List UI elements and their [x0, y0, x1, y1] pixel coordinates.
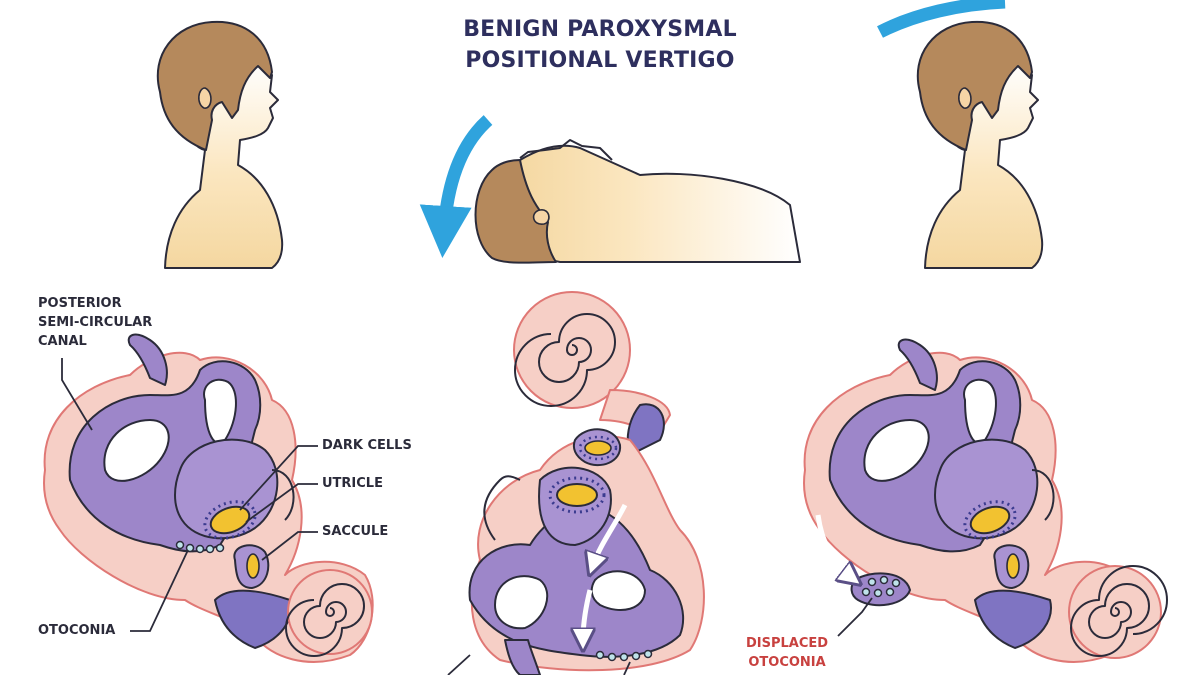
title-line-2: POSITIONAL VERTIGO	[465, 48, 735, 73]
rotation-arrow-up	[877, 0, 1006, 38]
label-otoconia: OTOCONIA	[38, 623, 116, 638]
label-dark-cells: DARK CELLS	[322, 438, 412, 453]
page-title: BENIGN PAROXYSMAL POSITIONAL VERTIGO	[400, 14, 800, 76]
label-displaced-line-1: DISPLACED	[746, 636, 829, 651]
inner-ear-middle	[468, 291, 705, 675]
label-posterior-line-2: SEMI-CIRCULAR	[38, 315, 153, 330]
inner-ear-left	[42, 333, 374, 663]
label-saccule: SACCULE	[322, 524, 389, 539]
upright-head-right	[916, 20, 1044, 269]
title-line-1: BENIGN PAROXYSMAL	[463, 17, 737, 42]
label-displaced-line-2: OTOCONIA	[748, 655, 826, 670]
label-posterior-line-1: POSTERIOR	[38, 296, 122, 311]
rotation-arrow-down	[419, 115, 493, 258]
label-displaced-otoconia: DISPLACED OTOCONIA	[746, 634, 828, 672]
lying-head	[474, 139, 801, 264]
label-posterior-canal: POSTERIOR SEMI-CIRCULAR CANAL	[38, 294, 152, 351]
label-posterior-line-3: CANAL	[38, 334, 87, 349]
label-utricle: UTRICLE	[322, 476, 383, 491]
inner-ear-right	[802, 338, 1168, 663]
leader-lines	[61, 358, 873, 675]
upright-head-left	[156, 20, 284, 269]
